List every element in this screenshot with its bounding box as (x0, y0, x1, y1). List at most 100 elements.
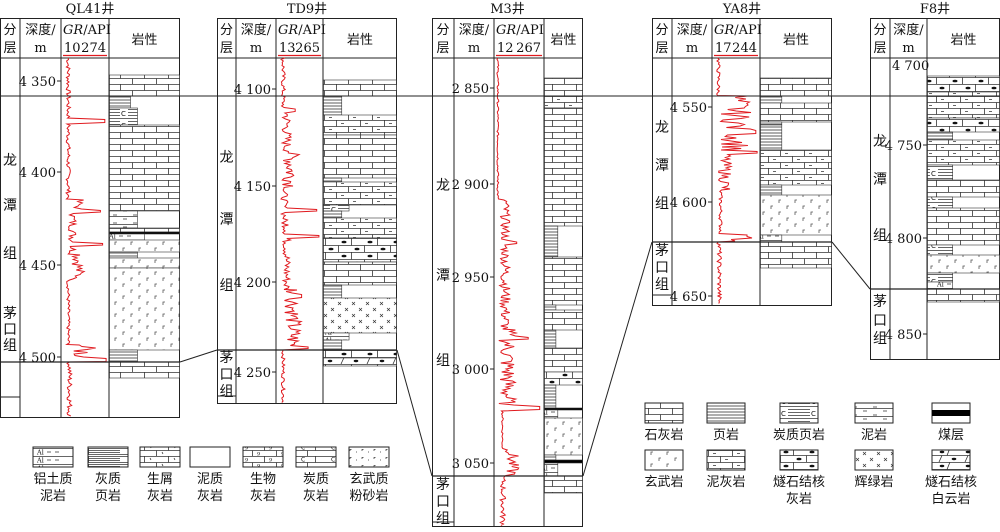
legend-label: 粉砂岩 (349, 489, 388, 504)
header-depth-unit: m (686, 41, 698, 56)
legend-swatch (931, 449, 971, 471)
lithology-limestone (760, 102, 832, 123)
header-depth-unit: m (468, 41, 480, 56)
legend-swatch (32, 446, 74, 468)
lithology-limestone (544, 77, 583, 97)
legend-label: 泥灰岩 (706, 475, 745, 490)
legend-item-marl: 泥灰岩 (706, 449, 746, 490)
well-title: M3井 (490, 2, 525, 17)
lithology-mudstone (109, 210, 138, 229)
depth-scale: 4 700 4 750 4 800 4 850 (885, 59, 929, 343)
lithology-basalt (109, 257, 180, 269)
well-title: YA8井 (722, 2, 761, 17)
header-depth-unit: m (902, 41, 914, 56)
lithology-limestone (544, 475, 583, 494)
depth-label: 4 600 (670, 196, 707, 211)
gr-curve (496, 57, 541, 526)
lithology-limestone (760, 241, 832, 269)
formation-label: 龙 (436, 178, 450, 194)
depth-label: 4 200 (234, 276, 271, 291)
legend-label: 灰岩 (786, 492, 812, 507)
formation-label: 组 (220, 278, 234, 294)
header-layer: 分 (220, 23, 233, 38)
header-depth: 深度/ (893, 22, 924, 38)
legend-label: 生物 (250, 472, 276, 487)
depth-label: 4 850 (885, 328, 922, 343)
lithology-limestone (323, 261, 397, 286)
header-layer: 分 (873, 23, 886, 38)
lithology-marl (760, 149, 832, 186)
legend-swatch (139, 446, 181, 468)
depth-label: 4 150 (234, 180, 271, 195)
depth-label: 2 950 (452, 271, 489, 286)
lithology-bauxite (927, 281, 954, 290)
lithology-bauxite (109, 233, 145, 241)
legend-swatch (779, 449, 819, 471)
header-depth: 深度/ (459, 22, 490, 38)
lithology-limestone (760, 77, 832, 97)
legend-label: 灰岩 (147, 489, 173, 504)
legend-swatch (779, 402, 819, 424)
well-frame (0, 18, 180, 418)
formation-label: 龙 (220, 150, 234, 166)
legend-label: 炭质 (303, 472, 329, 487)
formation-label: 潭 (655, 157, 669, 174)
legend-label: 泥岩 (40, 489, 66, 504)
formation-label: 茅 (436, 477, 450, 493)
lithology-shale (109, 95, 131, 109)
header-depth: 深度/ (25, 22, 56, 38)
depth-label: 4 750 (885, 139, 922, 154)
formation-label: 口 (655, 260, 669, 276)
lithology-chertlime (544, 371, 583, 386)
header-gr: GR/API (63, 23, 111, 38)
header-layer: 层 (655, 41, 668, 56)
depth-label: 4 700 (892, 59, 929, 74)
header-layer: 层 (3, 41, 16, 56)
legend-swatch (854, 402, 894, 424)
correlation-lines (0, 95, 1000, 477)
well-title: F8井 (920, 2, 950, 17)
lithology-shale (544, 454, 557, 461)
gr-label: GR (63, 23, 83, 38)
depth-label: 2 900 (452, 178, 489, 193)
well-frame (217, 18, 397, 404)
legend-swatch (87, 446, 129, 468)
formation-label: 组 (873, 331, 887, 347)
lithology-coal (544, 407, 583, 411)
formation-label: 组 (655, 277, 669, 293)
legend-item-coal: 煤层 (931, 402, 971, 443)
legend-item-limestone: 石灰岩 (644, 402, 684, 443)
legend-label: 泥岩 (861, 428, 887, 443)
header-layer: 分 (655, 23, 668, 38)
lithology-limestone (109, 124, 180, 212)
lithology-shale (760, 124, 783, 151)
formation-label: 潭 (220, 211, 234, 228)
lithology-bauxite (760, 234, 783, 243)
lithology-limestone (109, 361, 180, 379)
legend-swatch (295, 446, 337, 468)
lithology-shale (760, 95, 783, 104)
lithology-shale (109, 251, 138, 259)
legend-label: 燧石结核 (773, 475, 825, 490)
lithology-shale (323, 177, 343, 183)
legend-item-carbshale: 炭质页岩 (773, 402, 825, 443)
lithology-limestone (544, 309, 583, 331)
header-lithology: 岩性 (783, 33, 809, 48)
depth-label: 4 800 (885, 232, 922, 247)
lithology-basalt (109, 239, 180, 253)
lithology-carbshale (109, 107, 138, 126)
legend-swatch (348, 446, 390, 468)
